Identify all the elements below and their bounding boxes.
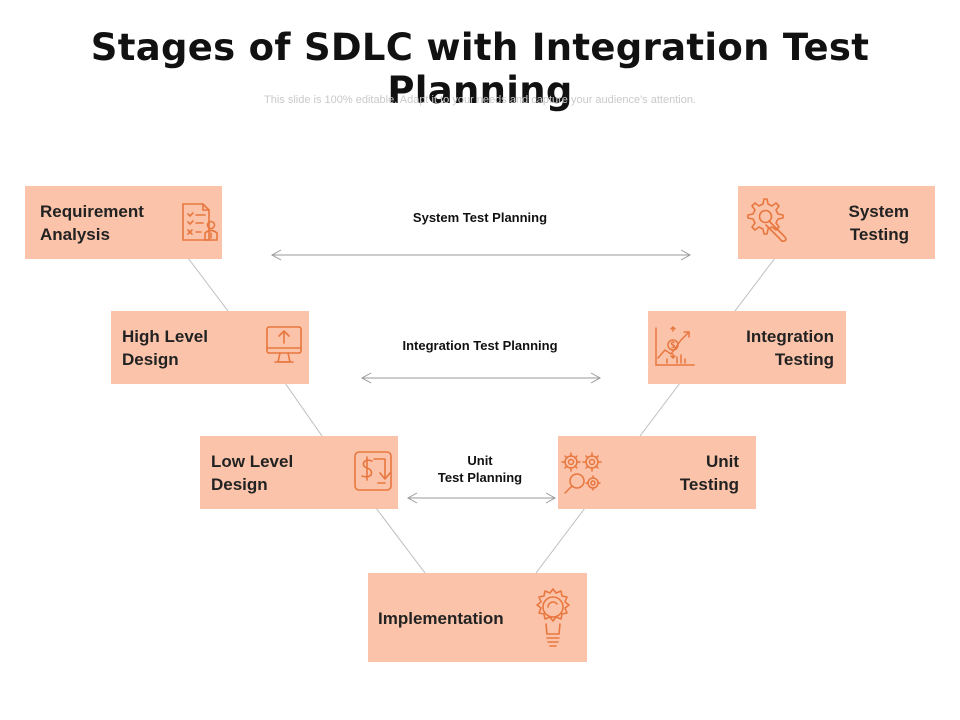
stage-label: System Testing (848, 202, 909, 244)
stage-label: Low Level Design (211, 452, 294, 494)
connector-low-impl (375, 507, 426, 574)
unit-test-planning-label: Unit Test Planning (437, 453, 523, 485)
stage-high-level-design: High Level Design (111, 311, 309, 384)
system-planning-arrow (270, 249, 692, 261)
integration-planning-arrow (360, 372, 602, 384)
stage-requirement-analysis: Requirement Analysis (25, 186, 222, 259)
page-subtitle: This slide is 100% editable. Adapt it to… (264, 94, 696, 106)
connector-req-high (187, 257, 229, 312)
connector-unit-impl (535, 507, 586, 574)
stage-label: Requirement Analysis (40, 202, 144, 244)
stage-system-testing: System Testing (738, 186, 935, 259)
integration-test-planning-label: Integration Test Planning (402, 338, 558, 353)
wrench-gear-icon (747, 198, 787, 243)
lightbulb-gear-icon (536, 588, 570, 647)
stage-label: Integration Testing (746, 327, 834, 369)
connector-high-low (284, 382, 323, 437)
stage-low-level-design: Low Level Design (200, 436, 398, 509)
stage-label: Implementation (378, 609, 504, 628)
stage-implementation: Implementation (368, 573, 587, 662)
growth-chart-icon (655, 326, 695, 366)
connector-sys-int (734, 257, 776, 312)
gears-magnifier-icon (561, 452, 602, 494)
monitor-upload-icon (266, 326, 302, 363)
stage-label: High Level Design (122, 327, 208, 369)
checklist-user-icon (182, 203, 218, 241)
system-test-planning-label: System Test Planning (412, 210, 548, 225)
stage-label: Unit Testing (679, 452, 739, 494)
page-title: Stages of SDLC with Integration Test Pla… (90, 26, 870, 112)
stage-integration-testing: Integration Testing (648, 311, 846, 384)
connector-int-unit (639, 382, 681, 437)
stage-unit-testing: Unit Testing (558, 436, 756, 509)
dollar-exchange-icon (354, 451, 392, 491)
unit-planning-arrow (406, 492, 557, 504)
